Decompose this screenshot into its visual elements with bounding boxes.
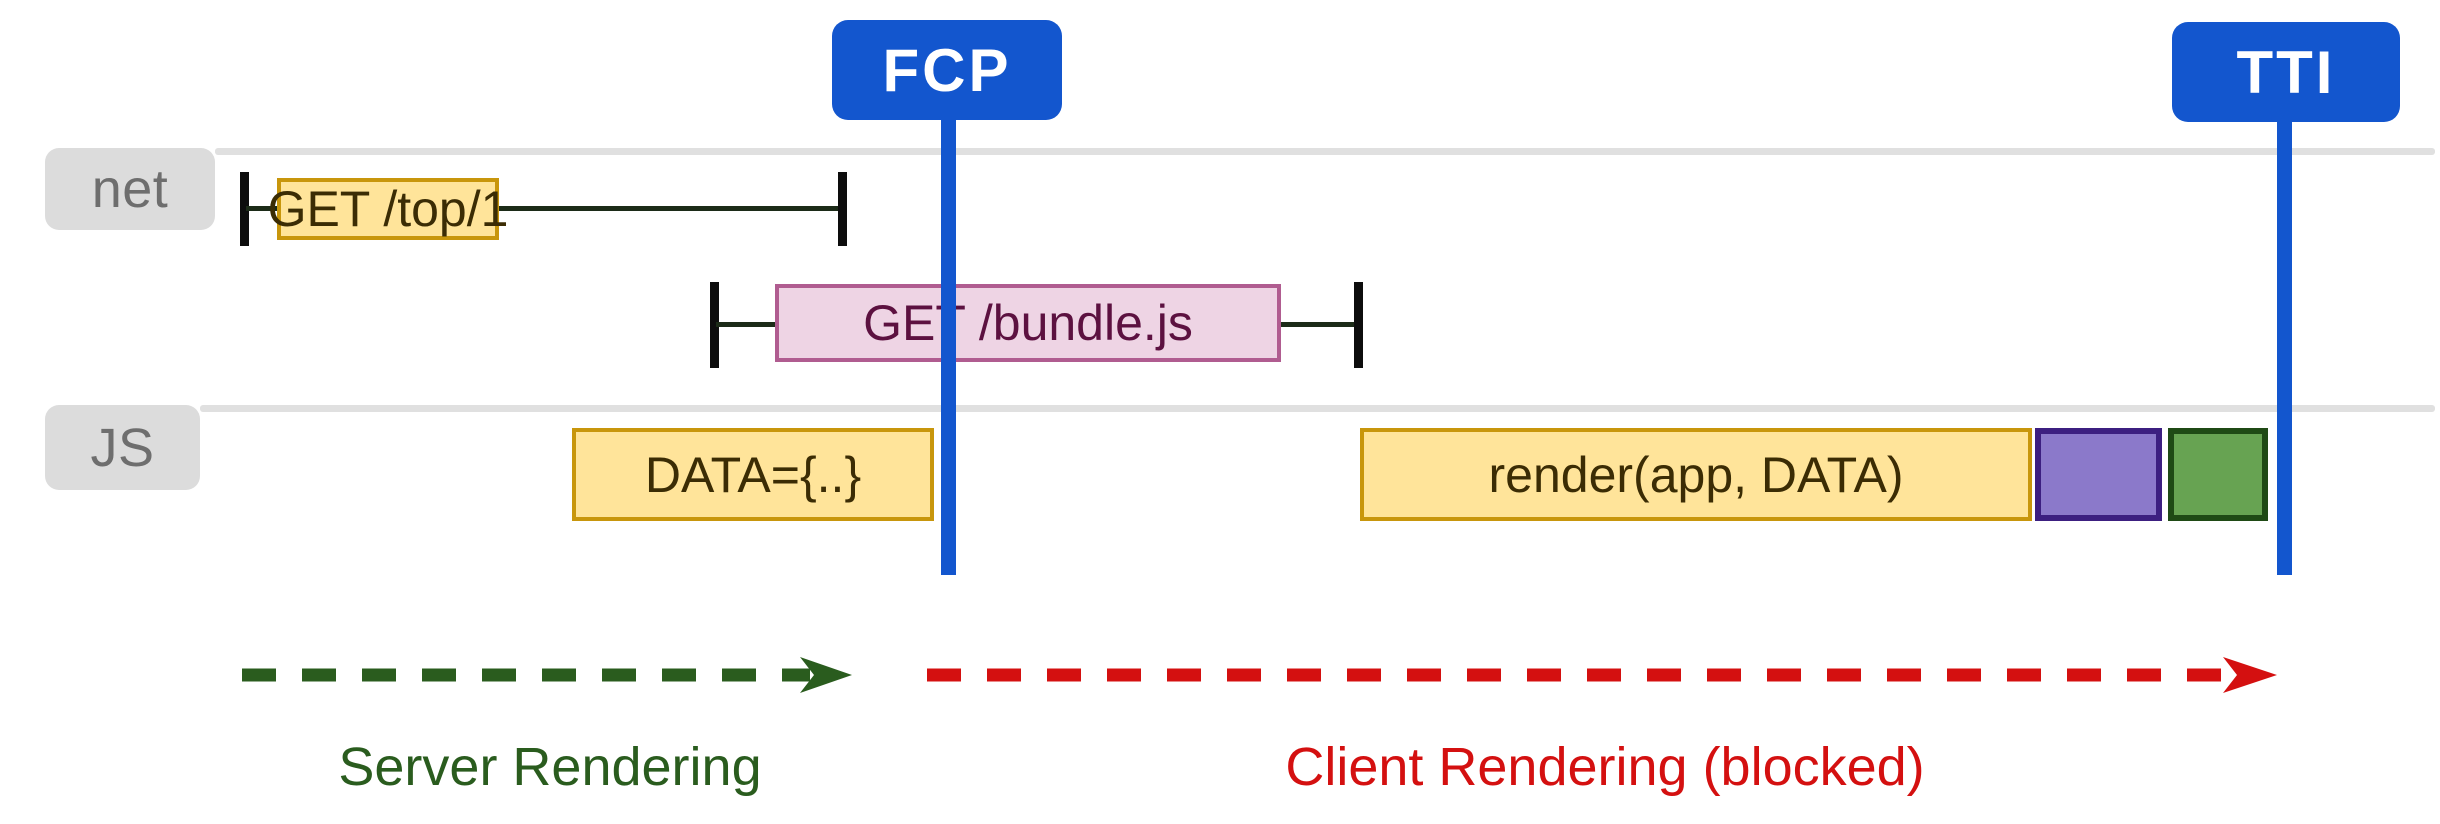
- server-rendering-caption-text: Server Rendering: [338, 737, 762, 797]
- task-box-render-call[interactable]: render(app, DATA): [1360, 428, 2032, 521]
- get-bundle-end-tick: [1354, 282, 1363, 368]
- lane-rule-net: [215, 148, 2435, 155]
- fcp-marker-line: [941, 100, 956, 575]
- task-box-green-task[interactable]: [2168, 428, 2268, 521]
- client-rendering-caption: Client Rendering (blocked): [925, 740, 2285, 794]
- get-bundle-start-tick: [710, 282, 719, 368]
- server-rendering-arrowhead: [800, 657, 852, 693]
- task-box-data-assign-label: DATA={..}: [644, 446, 862, 503]
- task-box-get-bundle-label: GET /bundle.js: [863, 295, 1193, 351]
- fcp-marker-badge[interactable]: FCP: [832, 20, 1062, 120]
- fcp-marker-badge-label: FCP: [882, 36, 1012, 104]
- task-box-render-call-label: render(app, DATA): [1488, 446, 1904, 503]
- get-top-left-connector: [246, 206, 281, 211]
- lane-label-js: JS: [45, 405, 200, 490]
- get-top-right-connector: [494, 206, 844, 211]
- get-top-end-tick: [838, 172, 847, 246]
- get-bundle-right-connector: [1277, 322, 1359, 327]
- lane-label-net-text: net: [91, 159, 169, 219]
- get-bundle-left-connector: [716, 322, 778, 327]
- client-rendering-caption-text: Client Rendering (blocked): [1285, 737, 1925, 797]
- server-rendering-arrow: [242, 657, 852, 693]
- task-box-get-top[interactable]: GET /top/1: [268, 178, 508, 240]
- tti-marker-line: [2277, 100, 2292, 575]
- tti-marker-badge[interactable]: TTI: [2172, 22, 2400, 122]
- client-rendering-arrowhead: [2223, 657, 2277, 693]
- lane-label-net: net: [45, 148, 215, 230]
- get-top-start-tick: [240, 172, 249, 246]
- client-rendering-arrow: [927, 657, 2277, 693]
- task-box-get-bundle[interactable]: GET /bundle.js: [775, 284, 1281, 362]
- lane-label-js-text: JS: [90, 417, 155, 478]
- server-rendering-caption: Server Rendering: [240, 740, 860, 794]
- task-box-data-assign[interactable]: DATA={..}: [572, 428, 934, 521]
- tti-marker-badge-label: TTI: [2236, 38, 2336, 106]
- lane-rule-js: [200, 405, 2435, 412]
- task-box-get-top-label: GET /top/1: [267, 181, 509, 237]
- task-box-purple-task[interactable]: [2035, 428, 2162, 521]
